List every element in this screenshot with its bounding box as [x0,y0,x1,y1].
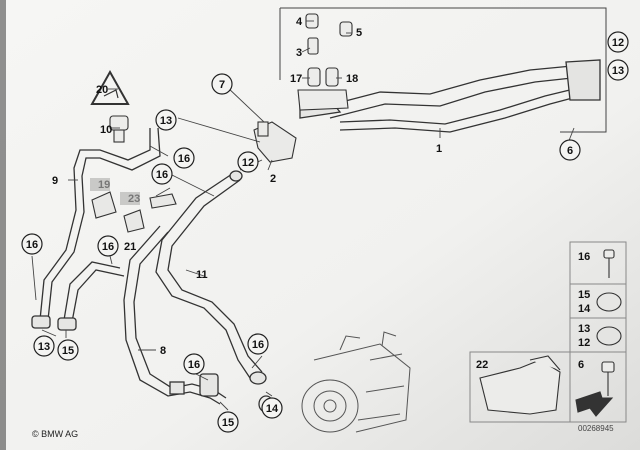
callout-c3: 3 [296,47,302,59]
legend-l13: 13 [578,323,590,335]
callout-number: 16 [178,153,190,165]
callout-c16c: 16 [21,233,43,255]
callout-c16b: 16 [151,163,173,185]
bracket-2 [253,121,297,163]
callout-number: 13 [160,115,172,127]
callout-circle [607,59,629,81]
callout-c21: 21 [124,241,136,253]
callout-number: 6 [567,145,573,157]
callout-number: 16 [102,241,114,253]
callout-c12a: 12 [607,31,629,53]
callout-c16d: 16 [97,235,119,257]
callout-circle [247,333,269,355]
drawing-number: 00268945 [578,424,614,433]
callout-c5: 5 [356,27,362,39]
callout-c13c: 13 [33,335,55,357]
callout-circle [151,163,173,185]
callout-circle [97,235,119,257]
callout-c13b: 13 [155,109,177,131]
warning-label-20 [90,69,130,105]
callout-c9: 9 [52,175,58,187]
callout-number: 16 [252,339,264,351]
shadow-left [0,0,6,450]
callout-number: 12 [242,157,254,169]
leader-lines [31,20,575,411]
sensor-parts [91,191,177,233]
callout-number: 13 [612,65,624,77]
copyright-text: © BMW AG [32,429,78,439]
callout-c17: 17 [290,73,302,85]
callout-circle [211,73,233,95]
callout-number: 16 [188,359,200,371]
callout-circle [607,31,629,53]
callout-circle [155,109,177,131]
callout-circle [559,139,581,161]
callout-c23: 23 [128,193,140,205]
service-valves [297,13,353,111]
callout-highlight [120,192,140,205]
callout-number: 7 [219,79,225,91]
callout-c4: 4 [296,16,303,28]
legend-l12: 12 [578,337,590,349]
callout-number: 15 [62,345,74,357]
pressure-sensor-10 [109,115,129,143]
legend-l6: 6 [578,359,584,371]
callout-circle [57,339,79,361]
callout-number: 13 [38,341,50,353]
callout-circle [217,411,239,433]
callout-c16a: 16 [173,147,195,169]
callout-c19: 19 [98,179,110,191]
callout-circle [21,233,43,255]
callout-circle [173,147,195,169]
copyright-block: © BMW AG 00268945 [32,424,614,439]
callout-number: 14 [266,403,279,415]
legend-l14: 14 [578,303,591,315]
callout-circle [33,335,55,357]
callout-circle [261,397,283,419]
callout-number: 16 [156,169,168,181]
hose-8 [123,225,227,405]
callout-number: 15 [222,417,234,429]
callout-c16f: 16 [183,353,205,375]
callout-c8: 8 [160,345,166,357]
callout-c20: 20 [96,84,108,96]
hose-11 [155,170,274,413]
callout-c1: 1 [436,143,442,155]
callout-c13a: 13 [607,59,629,81]
callout-c22: 22 [476,359,488,371]
callout-c15a: 15 [57,339,79,361]
callout-c7: 7 [211,73,233,95]
callout-c14: 14 [261,397,283,419]
callout-number: 12 [612,37,624,49]
callout-c12b: 12 [237,151,259,173]
callout-c10: 10 [100,124,112,136]
assembly-frame [280,7,607,133]
hose-9 [31,127,161,329]
legend-l16: 16 [578,251,590,263]
callout-circle [183,353,205,375]
callout-circle [237,151,259,173]
callout-c2: 2 [270,173,276,185]
legend-icons [479,249,622,417]
callout-c15b: 15 [217,411,239,433]
legend-l15: 15 [578,289,590,301]
hose-21 [57,261,125,331]
callout-number: 16 [26,239,38,251]
callout-highlight [90,178,110,191]
compressor [301,331,411,433]
pipe-assembly-1 [299,59,601,133]
callout-c11: 11 [196,269,208,281]
legend-box [469,241,627,423]
callout-c18: 18 [346,73,358,85]
callout-c6: 6 [559,139,581,161]
callout-c16e: 16 [247,333,269,355]
